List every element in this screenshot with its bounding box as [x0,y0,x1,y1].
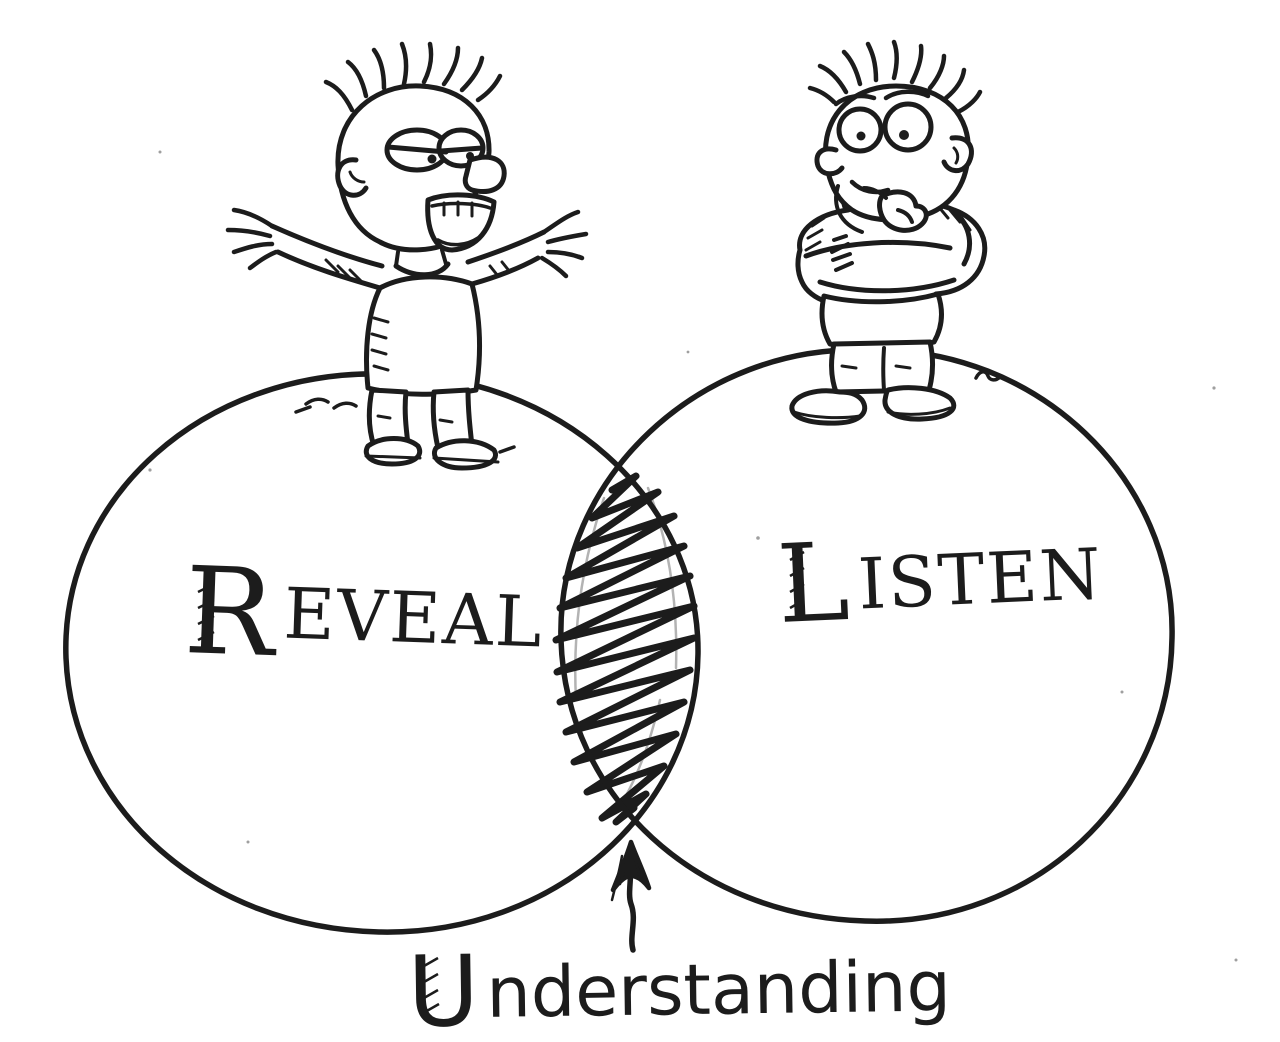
right-pupil [899,130,909,140]
arrow-sketch-lines [610,850,643,902]
thinking-figure-head [807,39,983,234]
arm-hatch [804,204,972,252]
sleeve-hatch [324,258,512,284]
left-pupil [856,131,866,141]
teeth-ticks [442,200,474,218]
right-eye [882,101,934,153]
listen-circle-fill [560,349,1173,922]
elbow-line [953,211,973,267]
understanding-initial-hatch [423,956,440,1014]
left-pupil [427,154,437,164]
arrow-up-icon [610,839,652,953]
listen-rest: ISTEN [856,533,1104,626]
left-ground-marks [294,397,516,454]
scan-specks [148,150,1238,962]
open-mouth [425,192,497,253]
leg-wrinkles [376,414,454,424]
overlap-scribble [552,472,698,826]
ear-inner [952,146,960,165]
venn-circles-fill [65,349,1173,933]
talking-figure-arms [225,207,589,291]
right-hand [539,209,589,279]
tucked-hand [830,234,854,272]
understanding-annotation: U nderstanding [407,839,952,1042]
jaw-line [834,184,864,234]
listen-label: L ISTEN [775,509,1106,648]
neckline [393,261,451,278]
reveal-initial-hatch [197,582,215,642]
right-ground-mark [974,370,1002,382]
listen-initial: L [775,520,852,648]
reveal-circle-fill [65,373,699,933]
reveal-rest: EVEAL [282,573,545,664]
listen-label-group: L ISTEN [775,509,1106,648]
hair-spikes [807,39,983,115]
understanding-initial: U [407,935,480,1042]
reveal-label-group: R EVEAL [182,542,546,693]
right-shoe [432,438,498,471]
pants-wrinkles [840,364,912,370]
finger-on-lip [862,186,914,224]
neck-lines [394,248,448,268]
shoe-sole-lines [792,406,952,420]
understanding-label: U nderstanding [407,928,952,1042]
eyes [833,89,934,154]
reveal-label: R EVEAL [182,542,546,693]
talking-figure-torso [364,261,482,397]
sweater [364,274,482,397]
understanding-rest: nderstanding [486,945,952,1033]
teeth-line [430,201,492,210]
reveal-initial: R [182,542,281,684]
hair-spikes [323,41,503,113]
smile [849,179,891,195]
talking-figure [225,41,589,471]
hand-on-chin [862,186,929,233]
forearm-lines [803,239,957,294]
thinking-figure [789,39,1002,426]
thinking-torso [819,291,944,351]
talking-figure-shoes [363,436,500,471]
thinking-figure-shoes [789,385,957,426]
eyelids [385,144,485,155]
thinking-figure-legs [829,339,935,395]
eyebrows [833,89,931,107]
left-hand [225,207,279,271]
venn-circles-outline [63,347,1175,935]
left-arm [269,223,385,291]
left-eye [836,106,884,154]
torso-hatch [370,316,390,372]
shoe-soles [364,454,500,464]
reveal-circle [63,371,701,935]
ear-inner [348,170,366,184]
listen-initial-hatch [789,550,805,610]
talking-figure-head [323,41,507,268]
listen-circle [558,347,1175,924]
tongue [436,236,480,247]
pants-seam [881,346,886,392]
nose [814,146,845,177]
nose [462,154,507,194]
left-shoe [363,436,423,467]
